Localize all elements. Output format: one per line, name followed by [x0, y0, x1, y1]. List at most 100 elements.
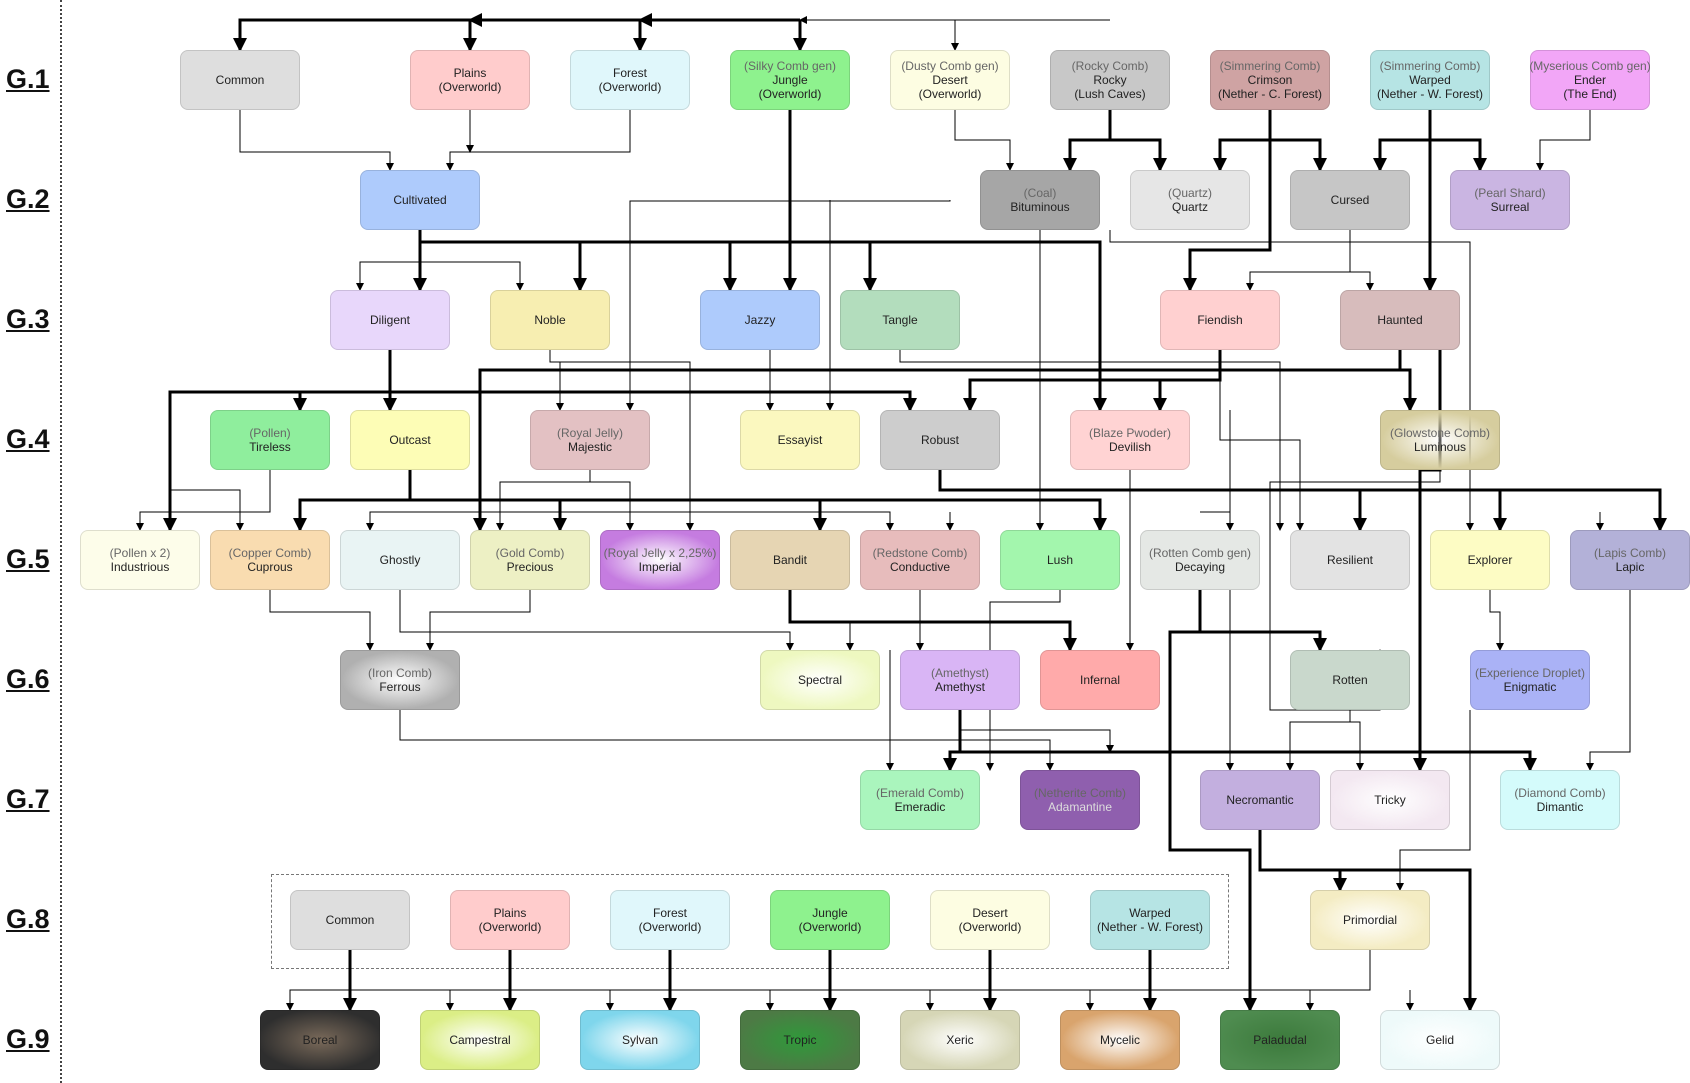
- node-crimson-line-1: Crimson: [1247, 73, 1293, 87]
- node-lapic: (Lapis Comb)Lapic: [1570, 530, 1690, 590]
- node-conductive-line-1: Conductive: [889, 560, 951, 574]
- node-luminous-line-0: (Glowstone Comb): [1389, 426, 1491, 440]
- node-industrious: (Pollen x 2)Industrious: [80, 530, 200, 590]
- node-outcast: Outcast: [350, 410, 470, 470]
- connector-79: [943, 750, 960, 772]
- node-tangle-line-0: Tangle: [882, 313, 918, 327]
- connector-50: [410, 498, 827, 532]
- node-quartz-line-0: (Quartz): [1167, 186, 1212, 200]
- node-emeradic-line-1: Emeradic: [894, 800, 946, 814]
- node-campestral: Campestral: [420, 1010, 540, 1070]
- node-bituminous-line-0: (Coal): [1023, 186, 1057, 200]
- node-emeradic-line-0: (Emerald Comb): [875, 786, 965, 800]
- node-amethyst: (Amethyst)Amethyst: [900, 650, 1020, 710]
- gen-label-4: G.4: [6, 424, 50, 454]
- node-boreal: Boreal: [260, 1010, 380, 1070]
- node-sylvan-line-0: Sylvan: [621, 1033, 659, 1047]
- node-spectral: Spectral: [760, 650, 880, 710]
- node-ferrous: (Iron Comb)Ferrous: [340, 650, 460, 710]
- connector-80: [960, 729, 1114, 753]
- node-jungle: (Silky Comb gen)Jungle(Overworld): [730, 50, 850, 110]
- node-decaying-line-0: (Rotten Comb gen): [1148, 546, 1252, 560]
- connector-27: [1183, 110, 1272, 292]
- node-necromantic: Necromantic: [1200, 770, 1320, 830]
- node-warped-line-2: (Nether - W. Forest): [1376, 87, 1483, 101]
- node-haunted-line-0: Haunted: [1377, 313, 1423, 327]
- node-desert-line-0: (Dusty Comb gen): [901, 59, 999, 73]
- node-explorer: Explorer: [1430, 530, 1550, 590]
- connector-88: [1396, 710, 1471, 891]
- node-desert: (Dusty Comb gen)Desert(Overworld): [890, 50, 1010, 110]
- node-desert8: Desert(Overworld): [930, 890, 1050, 950]
- node-jungle-line-0: (Silky Comb gen): [743, 59, 837, 73]
- generation-divider: [60, 0, 62, 1083]
- connector-42: [626, 200, 951, 411]
- connector-54: [496, 470, 591, 531]
- node-ferrous-line-1: Ferrous: [379, 680, 421, 694]
- connector-34: [390, 390, 917, 412]
- node-cursed: Cursed: [1290, 170, 1410, 230]
- node-necromantic-line-0: Necromantic: [1226, 793, 1294, 807]
- node-common: Common: [180, 50, 300, 110]
- node-imperial-line-0: (Royal Jelly x 2,25%): [603, 546, 717, 560]
- connector-55: [590, 481, 634, 531]
- connector-38: [473, 368, 1400, 532]
- node-warped8-line-1: (Nether - W. Forest): [1096, 920, 1203, 934]
- node-xeric-line-0: Xeric: [946, 1033, 974, 1047]
- node-amethyst-line-1: Amethyst: [934, 680, 985, 694]
- node-jazzy: Jazzy: [700, 290, 820, 350]
- connector-30: [1350, 271, 1374, 291]
- node-robust-line-0: Robust: [920, 433, 960, 447]
- node-desert-line-1: Desert: [932, 73, 968, 87]
- connector-44: [899, 350, 1284, 531]
- node-surreal-line-0: (Pearl Shard): [1474, 186, 1546, 200]
- node-fiendish: Fiendish: [1160, 290, 1280, 350]
- node-devilish-line-1: Devilish: [1108, 440, 1151, 454]
- gen-label-5: G.5: [6, 544, 50, 574]
- connector-77: [399, 710, 1054, 771]
- node-dimantic: (Diamond Comb)Dimantic: [1500, 770, 1620, 830]
- node-enigmatic: (Experience Droplet)Enigmatic: [1470, 650, 1590, 710]
- gen-label-2: G.2: [6, 184, 50, 214]
- node-tireless-line-1: Tireless: [249, 440, 291, 454]
- node-jungle-line-1: Jungle: [772, 73, 808, 87]
- node-precious-line-1: Precious: [506, 560, 554, 574]
- node-forest-line-0: Forest: [612, 66, 647, 80]
- node-common-line-0: Common: [215, 73, 265, 87]
- gen-label-9: G.9: [6, 1024, 50, 1054]
- connector-73: [1198, 590, 1327, 652]
- connector-15: [1270, 138, 1327, 172]
- node-sylvan: Sylvan: [580, 1010, 700, 1070]
- node-tropic: Tropic: [740, 1010, 860, 1070]
- node-desert8-line-0: Desert: [972, 906, 1008, 920]
- node-lapic-line-1: Lapic: [1615, 560, 1645, 574]
- node-paladudal-line-0: Paladudal: [1253, 1033, 1307, 1047]
- node-quartz-line-1: Quartz: [1171, 200, 1208, 214]
- node-resilient: Resilient: [1290, 530, 1410, 590]
- node-luminous-line-1: Luminous: [1413, 440, 1467, 454]
- node-fiendish-line-0: Fiendish: [1197, 313, 1243, 327]
- node-conductive: (Redstone Comb)Conductive: [860, 530, 980, 590]
- node-cuprous-line-0: (Copper Comb): [228, 546, 312, 560]
- node-rocky: (Rocky Comb)Rocky(Lush Caves): [1050, 50, 1170, 110]
- node-cultivated: Cultivated: [360, 170, 480, 230]
- connector-61: [366, 511, 600, 531]
- node-imperial-line-1: Imperial: [638, 560, 682, 574]
- node-jazzy-line-0: Jazzy: [744, 313, 776, 327]
- node-adamantine-line-0: (Netherite Comb): [1033, 786, 1127, 800]
- connector-58: [1109, 230, 1474, 531]
- gen-label-6: G.6: [6, 664, 50, 694]
- node-plains8-line-0: Plains: [493, 906, 527, 920]
- node-rotten-line-0: Rotten: [1332, 673, 1368, 687]
- node-forest: Forest(Overworld): [570, 50, 690, 110]
- node-jungle-line-2: (Overworld): [758, 87, 822, 101]
- connector-33: [293, 390, 390, 412]
- node-surreal-line-1: Surreal: [1490, 200, 1530, 214]
- connector-95: [286, 950, 1371, 1011]
- connector-68: [399, 590, 794, 651]
- node-cuprous-line-1: Cuprous: [247, 560, 293, 574]
- node-tricky-line-0: Tricky: [1374, 793, 1406, 807]
- node-crimson: (Simmering Comb)Crimson(Nether - C. Fore…: [1210, 50, 1330, 110]
- node-majestic: (Royal Jelly)Majestic: [530, 410, 650, 470]
